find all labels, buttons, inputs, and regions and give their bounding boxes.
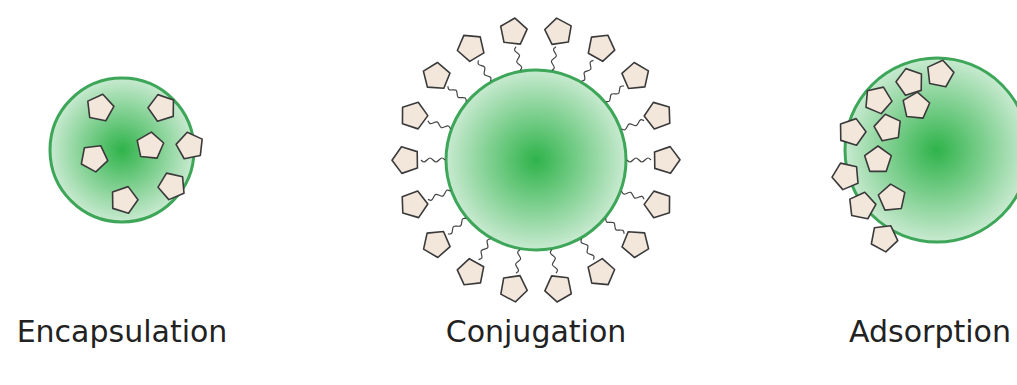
cargo-pentagon	[896, 69, 921, 96]
cargo-pentagon	[457, 259, 483, 285]
linker-line	[550, 250, 557, 274]
cargo-pentagon	[88, 94, 114, 120]
cargo-pentagon	[545, 276, 571, 302]
linker-line	[622, 120, 645, 130]
cargo-pentagon	[841, 119, 866, 146]
cargo-pentagon	[622, 232, 649, 258]
linker-line	[551, 47, 556, 71]
cargo-pentagon	[423, 62, 450, 88]
particle-circle	[446, 70, 626, 250]
linker-line	[479, 239, 491, 260]
linker-line	[582, 60, 594, 81]
particle-circle	[845, 58, 1017, 242]
method-label: Conjugation	[446, 314, 627, 350]
cargo-pentagon	[545, 18, 571, 44]
linker-line	[448, 218, 466, 234]
cargo-pentagon	[866, 87, 892, 114]
cargo-pentagon	[137, 132, 163, 158]
cargo-pentagon	[903, 92, 929, 118]
linker-line	[515, 47, 522, 71]
cargo-pentagon	[644, 102, 670, 129]
cargo-pentagon	[113, 187, 138, 214]
cargo-pentagon	[850, 192, 876, 218]
linker-line	[622, 191, 645, 199]
cargo-pentagon	[158, 173, 184, 200]
cargo-pentagon	[878, 184, 904, 210]
cargo-pentagon	[402, 191, 428, 218]
linker-line	[581, 239, 594, 260]
cargo-pentagon	[176, 132, 202, 158]
cargo-pentagon	[832, 163, 858, 190]
cargo-pentagon	[392, 147, 417, 174]
cargo-pentagon	[588, 259, 615, 285]
linker-line	[428, 121, 451, 129]
cargo-pentagon	[501, 18, 527, 44]
cargo-pentagon	[874, 114, 900, 140]
cargo-pentagon	[655, 147, 680, 174]
linker-line	[478, 60, 491, 81]
linker-line	[606, 86, 624, 102]
cargo-pentagon	[402, 102, 427, 129]
linker-line	[421, 158, 445, 162]
cargo-pentagon	[457, 35, 484, 61]
method-label: Encapsulation	[17, 314, 228, 350]
cargo-pentagon	[588, 35, 614, 61]
linker-line	[627, 158, 651, 162]
linker-line	[606, 218, 624, 233]
encapsulated-cargo	[81, 94, 202, 213]
cargo-pentagon	[644, 191, 669, 218]
linker-line	[516, 250, 521, 274]
method-label: Adsorption	[849, 314, 1011, 350]
cargo-pentagon	[865, 146, 892, 171]
cargo-pentagon	[148, 95, 173, 122]
cargo-pentagon	[81, 146, 107, 172]
cargo-pentagon	[928, 60, 954, 86]
cargo-pentagon	[501, 276, 527, 302]
linker-line	[428, 190, 451, 200]
linker-line	[448, 86, 466, 101]
cargo-pentagon	[871, 226, 897, 252]
adsorbed-cargo	[832, 60, 954, 252]
cargo-pentagon	[424, 231, 451, 257]
particle-circle	[50, 78, 194, 222]
conjugated-cargo	[392, 18, 680, 302]
cargo-pentagon	[622, 63, 649, 89]
